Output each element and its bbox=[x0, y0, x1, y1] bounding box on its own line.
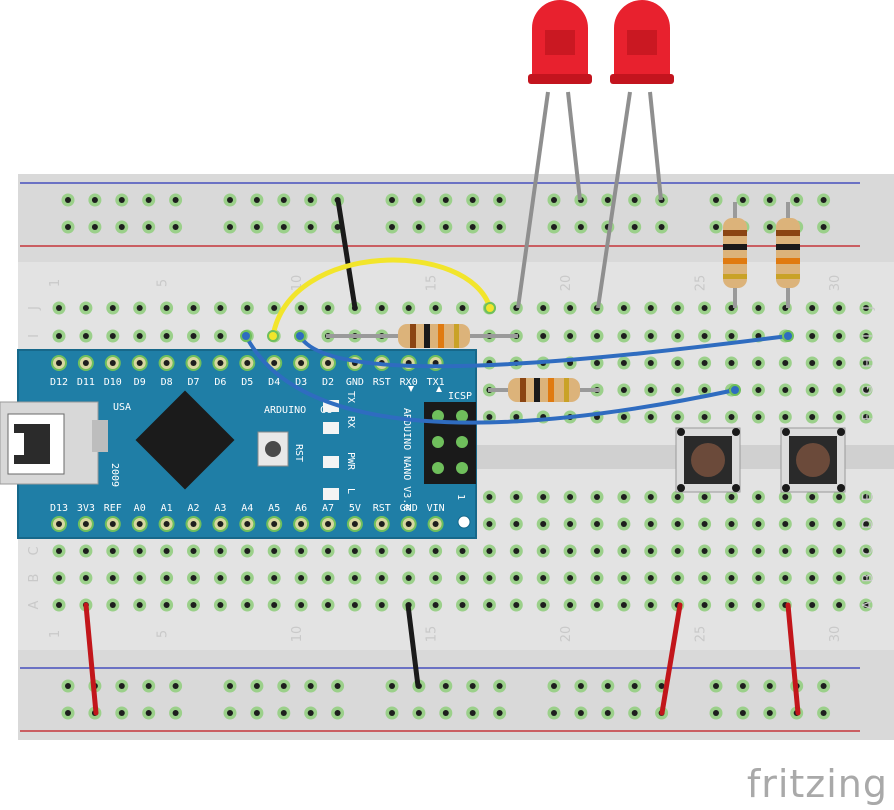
red-led-1 bbox=[516, 0, 592, 309]
pin-label-top: GND bbox=[346, 377, 364, 388]
row-letter: G bbox=[861, 385, 876, 395]
pin-label-bottom: A2 bbox=[187, 503, 199, 514]
led-label-rx: RX bbox=[345, 416, 356, 428]
led-label-tx: TX bbox=[345, 391, 356, 403]
vertical-board-label: ARDUINO NANO V3.0 bbox=[401, 408, 412, 510]
row-letter: A bbox=[27, 600, 42, 609]
row-letter: C bbox=[861, 546, 876, 555]
wire-red-2 bbox=[659, 602, 683, 716]
pin-label-top: D10 bbox=[104, 377, 122, 388]
pin-label-top: D5 bbox=[241, 377, 253, 388]
pin-label-bottom: A4 bbox=[241, 503, 253, 514]
icsp-label: ICSP bbox=[448, 391, 472, 402]
row-letter: E bbox=[861, 493, 876, 501]
red-led-2 bbox=[596, 0, 674, 309]
led-label-l: L bbox=[345, 488, 356, 494]
reset-label: RST bbox=[293, 444, 304, 462]
microcontroller-chip bbox=[135, 390, 235, 490]
column-number: 15 bbox=[425, 275, 440, 292]
push-button-2 bbox=[780, 427, 846, 493]
column-number: 30 bbox=[828, 626, 843, 643]
column-number: 10 bbox=[290, 626, 305, 643]
row-letter: H bbox=[861, 358, 876, 368]
row-letter: I bbox=[27, 334, 42, 338]
resistor-vertical-2 bbox=[776, 202, 800, 308]
column-number: 15 bbox=[425, 626, 440, 643]
pin-label-bottom: RST bbox=[373, 503, 391, 514]
wire-black-bottom bbox=[405, 602, 421, 689]
pin-label-bottom: GND bbox=[400, 503, 418, 514]
led-label-pwr: PWR bbox=[345, 452, 356, 471]
row-letter: C bbox=[27, 546, 42, 555]
pin-label-top: D2 bbox=[322, 377, 334, 388]
pin-label-bottom: 5V bbox=[349, 503, 361, 514]
pin-label-bottom: A5 bbox=[268, 503, 280, 514]
pin-label-top: D12 bbox=[50, 377, 68, 388]
pin-label-top: D11 bbox=[77, 377, 95, 388]
year-label: 2009 bbox=[109, 463, 120, 487]
pin-label-bottom: 3V3 bbox=[77, 503, 95, 514]
pin-label-bottom: A7 bbox=[322, 503, 334, 514]
pin-label-top: D4 bbox=[268, 377, 280, 388]
wire-blue-1 bbox=[244, 334, 737, 425]
resistor-horizontal-2 bbox=[488, 378, 600, 402]
row-letter: A bbox=[861, 600, 876, 609]
pin-label-top: D3 bbox=[295, 377, 307, 388]
wires bbox=[83, 197, 801, 716]
icsp-header: ICSP 1 bbox=[408, 386, 476, 500]
row-letter: I bbox=[861, 334, 876, 338]
pin-label-bottom: D13 bbox=[50, 503, 68, 514]
fritzing-logo: fritzing bbox=[746, 762, 888, 806]
pin-label-top: TX1 bbox=[427, 377, 445, 388]
pin-label-bottom: A0 bbox=[134, 503, 146, 514]
row-letter: D bbox=[861, 519, 876, 529]
icsp-pin-label: 1 bbox=[455, 494, 466, 500]
wire-red-1 bbox=[83, 602, 99, 716]
column-number: 1 bbox=[48, 279, 63, 287]
column-number: 1 bbox=[48, 630, 63, 638]
pin-label-top: D6 bbox=[214, 377, 226, 388]
wire-black-top bbox=[335, 197, 358, 311]
wire-ends bbox=[240, 302, 794, 396]
pin-label-bottom: A3 bbox=[214, 503, 226, 514]
resistor-vertical-1 bbox=[723, 202, 747, 308]
board-label: ARDUINO bbox=[264, 405, 306, 416]
pin-label-top: D9 bbox=[134, 377, 146, 388]
column-number: 30 bbox=[828, 275, 843, 292]
pin-label-bottom: VIN bbox=[427, 503, 445, 514]
usb-label: USA bbox=[113, 402, 131, 413]
column-number: 5 bbox=[156, 279, 171, 287]
wire-yellow bbox=[270, 257, 493, 339]
push-button-1 bbox=[675, 427, 741, 493]
row-letter: J bbox=[27, 306, 42, 311]
pin-label-top: RST bbox=[373, 377, 391, 388]
row-letter: J bbox=[861, 306, 876, 311]
pin-label-top: D8 bbox=[161, 377, 173, 388]
column-number: 20 bbox=[559, 275, 574, 292]
pin-label-top: RX0 bbox=[400, 377, 418, 388]
pin-label-bottom: A1 bbox=[161, 503, 173, 514]
column-number: 5 bbox=[156, 630, 171, 638]
row-letter: F bbox=[861, 413, 876, 420]
column-number: 25 bbox=[694, 275, 709, 292]
row-letter: B bbox=[861, 574, 876, 583]
pin-label-bottom: REF bbox=[104, 503, 122, 514]
wire-blue-2 bbox=[298, 334, 790, 369]
column-number: 25 bbox=[694, 626, 709, 643]
pin-label-top: D7 bbox=[187, 377, 199, 388]
pin-label-bottom: A6 bbox=[295, 503, 307, 514]
row-letter: B bbox=[27, 574, 42, 583]
column-number: 20 bbox=[559, 626, 574, 643]
wire-red-3 bbox=[785, 602, 801, 716]
resistor-horizontal-1 bbox=[326, 324, 518, 348]
